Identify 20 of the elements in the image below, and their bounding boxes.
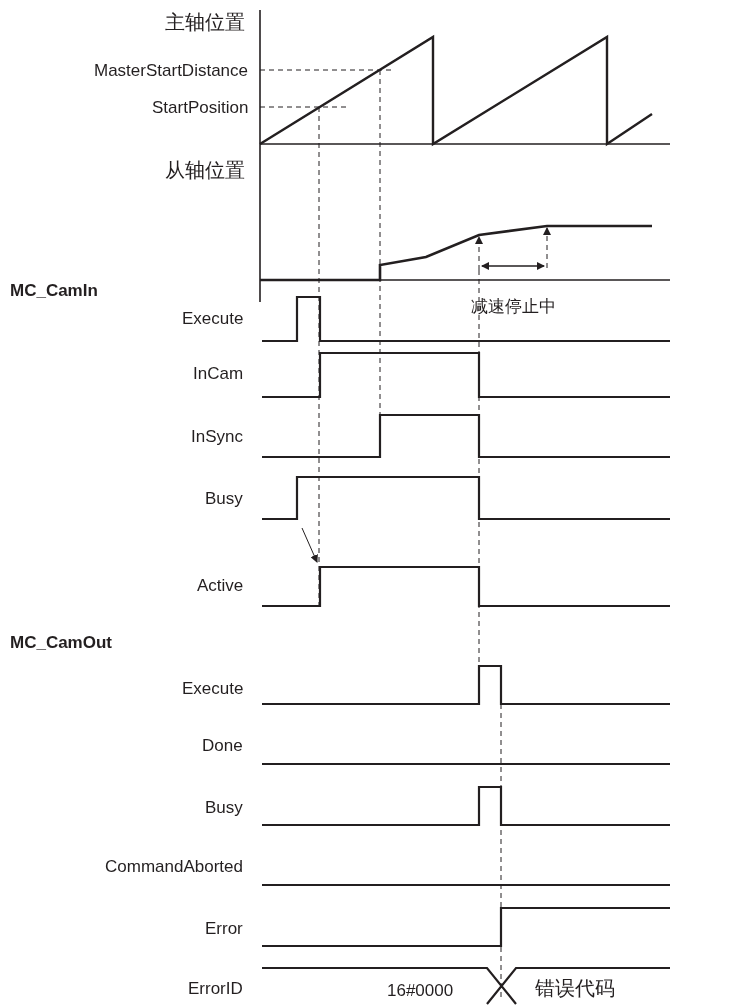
axis-label: 主轴位置 [165, 12, 245, 32]
signal-label: InSync [191, 427, 243, 445]
signal-label: InCam [193, 364, 244, 382]
bus-value: 错误代码 [535, 978, 615, 998]
group-heading: MC_CamOut [10, 633, 112, 651]
signal-label: Error [205, 919, 243, 937]
signal-label: Busy [205, 489, 243, 507]
signal-label: Execute [182, 679, 244, 697]
signal-label: Execute [182, 309, 244, 327]
annotation-label: 减速停止中 [470, 297, 556, 315]
signal-label: Done [202, 736, 243, 754]
signal-label: Busy [205, 798, 243, 816]
axis-label: MasterStartDistance [94, 61, 248, 79]
signal-label: Active [197, 576, 244, 594]
signal-label: ErrorID [188, 979, 243, 997]
signal-label: CommandAborted [105, 857, 243, 875]
group-heading: MC_CamIn [10, 281, 98, 299]
bus-value: 16#0000 [387, 981, 454, 999]
axis-label: 从轴位置 [165, 160, 245, 180]
axis-label: StartPosition [152, 98, 249, 116]
